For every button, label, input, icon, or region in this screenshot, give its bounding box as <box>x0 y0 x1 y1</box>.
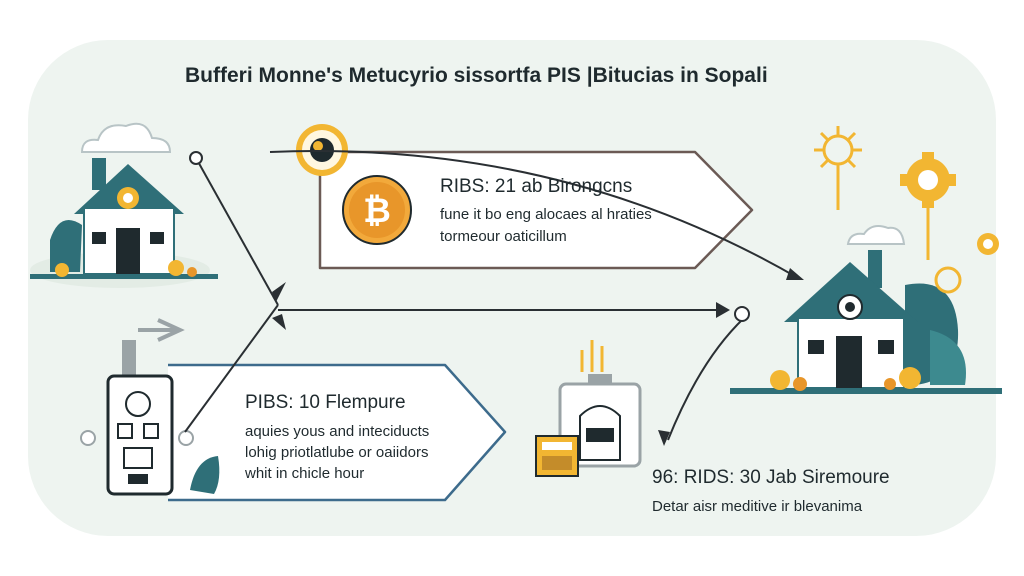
gear-icon-right <box>900 152 956 260</box>
card-right-heading: 96: RIDS: 30 Jab Siremoure <box>652 467 890 488</box>
cloud-icon <box>80 122 172 153</box>
card-left-frame <box>168 363 507 502</box>
card-right-line-1: Detar aisr meditive ir blevanima <box>652 498 863 515</box>
page-title: Bufferi Monne's Metucyrio sissortfa PIS … <box>185 64 768 87</box>
battery-icon <box>535 340 642 477</box>
house-icon <box>30 158 218 288</box>
card-top-line-2: tormeour oaticillum <box>440 228 567 245</box>
card-left-line-2: lohig priotlatlube or oaiidors <box>245 444 429 461</box>
sun-icon-small <box>934 233 999 294</box>
card-left-line-1: aquies yous and inteciducts <box>245 423 430 440</box>
gear-icon <box>296 124 348 176</box>
right-cloud-icon <box>846 225 906 245</box>
sun-icon <box>814 126 862 210</box>
right-house-icon <box>730 250 1002 394</box>
card-top-heading: RIBS: 21 ab Birongcns <box>440 176 633 197</box>
arrow-icon <box>189 151 804 446</box>
connector-lines <box>184 150 799 441</box>
svg-text:₿: ₿ <box>363 192 391 230</box>
card-left-heading: PIBS: 10 Flempure <box>245 392 406 413</box>
card-left-line-3: whit in chicle hour <box>245 465 365 482</box>
bitcoin-icon: ₿ <box>342 175 412 245</box>
device-icon <box>80 318 220 496</box>
card-top-line-1: fune it bo eng alocaes al hraties <box>440 206 652 223</box>
